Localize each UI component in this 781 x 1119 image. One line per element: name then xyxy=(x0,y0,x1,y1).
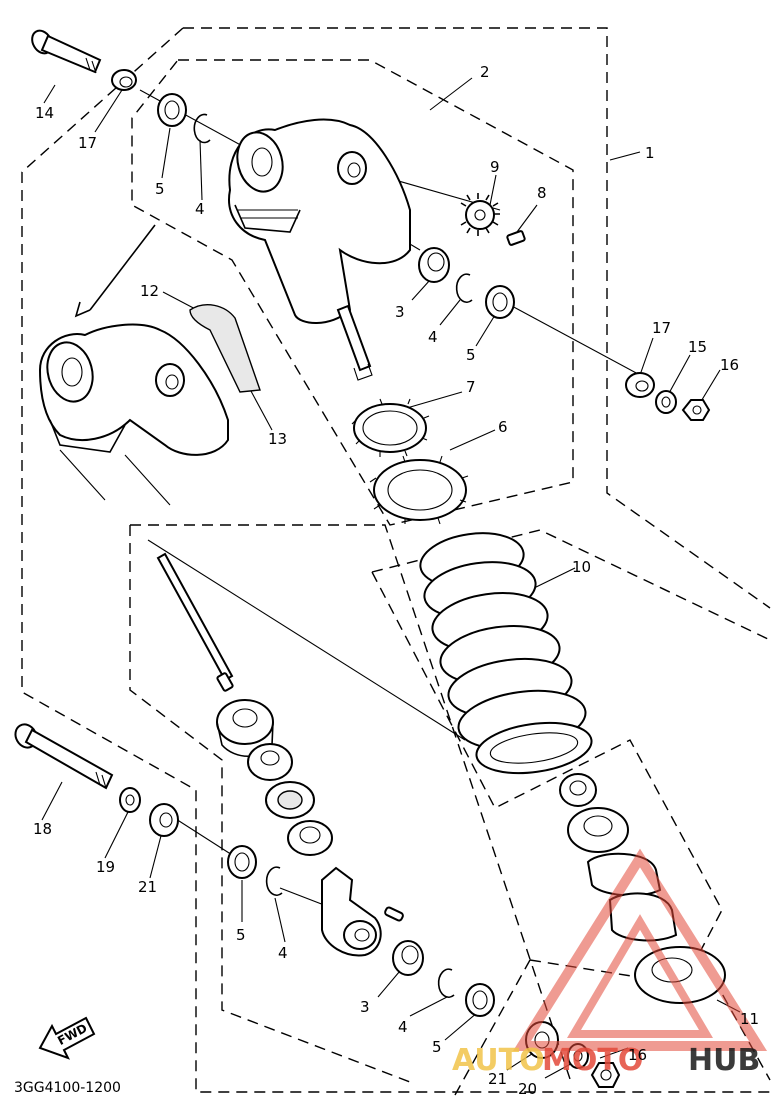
callout-4-lower-left: 4 xyxy=(278,944,288,962)
circlip-4-top-left xyxy=(193,113,211,144)
diagram-code: 3GG4100-1200 xyxy=(14,1080,121,1096)
callout-5-lower-left: 5 xyxy=(236,926,246,944)
callout-5-lower: 5 xyxy=(432,1038,442,1056)
callout-4-mid: 4 xyxy=(428,328,438,346)
lower-clevis xyxy=(321,866,404,957)
callout-5-mid: 5 xyxy=(466,346,476,364)
callout-14: 14 xyxy=(35,104,54,122)
watermark-text: AUTO MOTO HUB xyxy=(452,1043,760,1078)
screw-8 xyxy=(506,230,526,246)
callout-17-top: 17 xyxy=(78,134,97,152)
seal-5-top-left xyxy=(157,93,187,127)
callout-9: 9 xyxy=(490,158,500,176)
callout-15: 15 xyxy=(688,338,707,356)
collar-17 xyxy=(111,69,137,91)
assembly-outline-1 xyxy=(21,27,771,1093)
adjuster-gear-9 xyxy=(460,193,500,236)
seal-5-upper xyxy=(485,285,515,319)
callout-5-top: 5 xyxy=(155,180,165,198)
fwd-arrow-icon: FWD xyxy=(38,1016,96,1060)
callout-17-right: 17 xyxy=(652,319,671,337)
bolt-14 xyxy=(31,29,102,74)
callout-21-lower: 21 xyxy=(488,1070,507,1088)
seal-5-lower-left xyxy=(227,845,257,879)
callout-12: 12 xyxy=(140,282,159,300)
circlip-4-lower-left xyxy=(265,866,283,896)
circlip-4-lower xyxy=(437,968,455,998)
bearing-stack xyxy=(216,699,333,856)
callout-16-right: 16 xyxy=(720,356,739,374)
callout-8: 8 xyxy=(537,184,547,202)
watermark-logo xyxy=(512,848,768,1051)
inset-detail-12-13 xyxy=(38,224,261,506)
nut-16-right xyxy=(681,399,711,421)
callout-4-lower: 4 xyxy=(398,1018,408,1036)
shock-body-2 xyxy=(228,118,411,381)
watermark-auto: AUTO xyxy=(452,1043,545,1078)
circlip-4-upper xyxy=(455,273,473,303)
callout-2: 2 xyxy=(480,63,490,81)
ring-nut-6 xyxy=(369,455,469,525)
washer-19 xyxy=(119,787,141,813)
watermark-moto: MOTO xyxy=(542,1043,643,1078)
coil-spring-10 xyxy=(419,532,593,775)
callout-labels: 14 17 5 4 2 1 9 8 3 4 5 17 15 16 12 13 7… xyxy=(33,63,759,1098)
watermark-hub: HUB xyxy=(688,1043,760,1078)
callout-7: 7 xyxy=(466,378,476,396)
pushrod xyxy=(156,552,234,692)
callout-10: 10 xyxy=(572,558,591,576)
callout-18: 18 xyxy=(33,820,52,838)
callout-6: 6 xyxy=(498,418,508,436)
bushing-3-lower xyxy=(392,940,424,976)
callout-11: 11 xyxy=(740,1010,759,1028)
washer-15 xyxy=(655,390,677,414)
callout-3-top: 3 xyxy=(395,303,405,321)
assembly-outline-2 xyxy=(131,59,574,526)
collar-21-left xyxy=(149,803,179,837)
callout-16-lower: 16 xyxy=(628,1046,647,1064)
callout-19: 19 xyxy=(96,858,115,876)
seal-5-lower xyxy=(465,983,495,1017)
callout-3-lower: 3 xyxy=(360,998,370,1016)
callout-20: 20 xyxy=(518,1080,537,1098)
callout-1: 1 xyxy=(645,144,655,162)
collar-17-right xyxy=(625,372,655,398)
callout-13: 13 xyxy=(268,430,287,448)
nut-16-lower xyxy=(590,1062,621,1088)
callout-21-left: 21 xyxy=(138,878,157,896)
bushing-3-upper xyxy=(418,247,450,283)
bolt-18 xyxy=(14,723,114,790)
ring-nut-7 xyxy=(351,398,430,457)
callout-4-top: 4 xyxy=(195,200,205,218)
